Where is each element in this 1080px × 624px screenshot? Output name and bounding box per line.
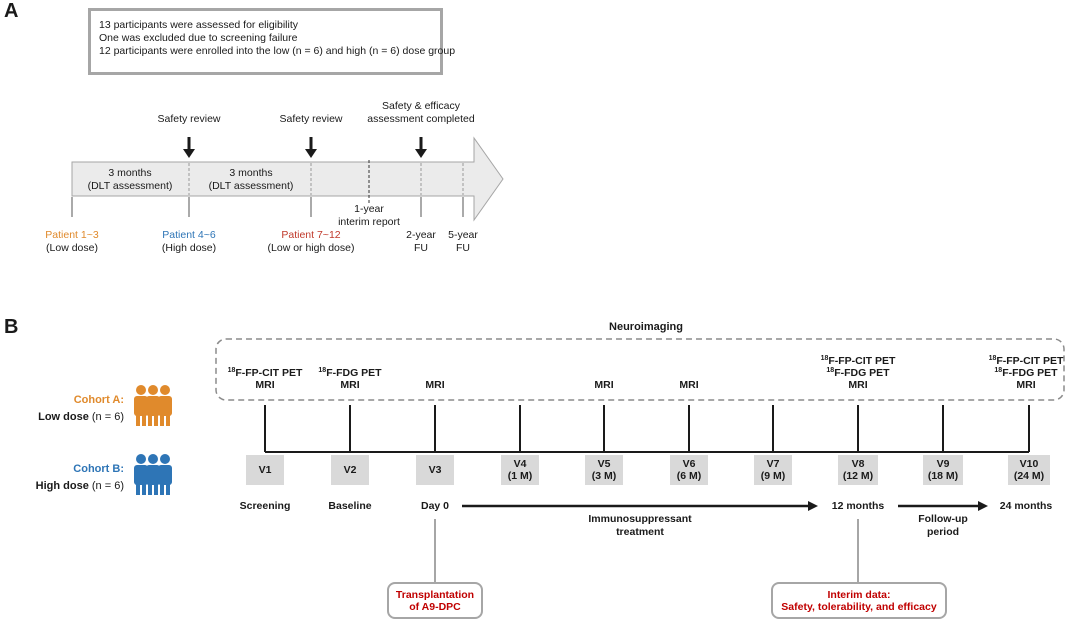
imaging-v1: 18F-FP-CIT PET MRI: [228, 367, 303, 391]
patient-group-2-name: Patient 4~6: [162, 229, 216, 241]
interim-report-label: 1-year interim report: [338, 203, 400, 229]
patient-group-3: Patient 7~12 (Low or high dose): [268, 229, 355, 255]
safety-efficacy-label: Safety & efficacy assessment completed: [367, 100, 474, 126]
dlt-period-2-desc: (DLT assessment): [208, 180, 294, 192]
cohort-b-n: (n = 6): [91, 480, 124, 492]
immuno-line-1: Immunosuppressant: [588, 513, 692, 525]
cohort-a-people-icon: [134, 385, 172, 426]
followup-line-1: Follow-up: [918, 513, 968, 525]
visit-v2: V2: [331, 455, 369, 485]
patient-group-3-name: Patient 7~12: [281, 229, 341, 241]
cohort-a-n: (n = 6): [91, 411, 124, 423]
immuno-line-2: treatment: [616, 526, 664, 538]
visit-v4: V4(1 M): [501, 455, 539, 485]
interim-line-1: 1-year: [354, 203, 384, 215]
dlt-period-2-duration: 3 months: [229, 167, 273, 179]
screening-label: Screening: [239, 500, 291, 512]
month24-label: 24 months: [999, 500, 1053, 512]
transplant-box: Transplantation of A9-DPC: [387, 582, 483, 619]
cohort-a-title: Cohort A:: [73, 394, 124, 406]
patient-group-2-dose: (High dose): [161, 242, 217, 254]
dlt-period-1: 3 months (DLT assessment): [88, 167, 173, 193]
safety-review-arrow-2: [305, 149, 317, 158]
enrollment-line-3: 12 participants were enrolled into the l…: [99, 45, 456, 57]
visit-v8: V8(12 M): [838, 455, 878, 485]
safety-review-arrow-1: [183, 149, 195, 158]
v1-fp-cit: 18F-FP-CIT PET: [227, 367, 303, 379]
visit-v6: V6(6 M): [670, 455, 708, 485]
timeline-arrow: [71, 136, 504, 222]
neuroimaging-box: [215, 338, 1065, 401]
safety-efficacy-line-2: assessment completed: [367, 113, 475, 125]
immuno-label: Immunosuppressant treatment: [588, 513, 691, 539]
v2-fdg: 18F-FDG PET: [318, 367, 382, 379]
patient-group-3-dose: (Low or high dose): [267, 242, 355, 254]
v5-mri: MRI: [594, 379, 614, 391]
v1-mri: MRI: [255, 379, 275, 391]
interim-data-line-2: Safety, tolerability, and efficacy: [781, 600, 937, 613]
v8-fdg: 18F-FDG PET: [826, 367, 890, 379]
interim-line-2: interim report: [338, 216, 400, 228]
cohort-b-people-icon: [134, 454, 172, 495]
v3-mri: MRI: [425, 379, 445, 391]
panel-a-label: A: [4, 0, 19, 22]
fu-5-year: 5-year FU: [448, 229, 478, 255]
safety-review-label-1: Safety review: [157, 113, 221, 125]
visit-v7: V7(9 M): [754, 455, 792, 485]
v10-mri: MRI: [1016, 379, 1036, 391]
interim-data-box: Interim data: Safety, tolerability, and …: [771, 582, 947, 619]
month12-label: 12 months: [831, 500, 885, 512]
fu-2-year-line-1: 2-year: [406, 229, 436, 241]
immuno-arrow-head: [808, 501, 818, 511]
visit-lines: [264, 405, 1030, 452]
efficacy-arrow: [415, 149, 427, 158]
fu-5-year-line-1: 5-year: [448, 229, 478, 241]
visit-v1: V1: [246, 455, 284, 485]
cohort-a-label: Cohort A: Low dose (n = 6): [38, 392, 124, 426]
imaging-v8: 18F-FP-CIT PET 18F-FDG PET MRI: [821, 355, 896, 391]
dlt-period-1-desc: (DLT assessment): [87, 180, 173, 192]
dlt-period-1-duration: 3 months: [108, 167, 152, 179]
patient-group-1: Patient 1~3 (Low dose): [45, 229, 98, 255]
followup-line-2: period: [926, 526, 960, 538]
safety-efficacy-line-1: Safety & efficacy: [381, 100, 461, 112]
v10-fdg: 18F-FDG PET: [994, 367, 1058, 379]
imaging-v10: 18F-FP-CIT PET 18F-FDG PET MRI: [989, 355, 1064, 391]
day0-label: Day 0: [420, 500, 450, 512]
visit-v9: V9(18 M): [923, 455, 963, 485]
cohort-b-title: Cohort B:: [73, 463, 124, 475]
cohort-b-dose: High dose: [35, 480, 89, 492]
enrollment-line-1: 13 participants were assessed for eligib…: [99, 19, 299, 31]
enrollment-box: 13 participants were assessed for eligib…: [88, 8, 456, 75]
transplant-line-2: of A9-DPC: [409, 600, 461, 613]
fu-2-year-line-2: FU: [413, 242, 428, 254]
v8-mri: MRI: [848, 379, 868, 391]
cohort-b-label: Cohort B: High dose (n = 6): [36, 461, 124, 495]
dlt-period-2: 3 months (DLT assessment): [209, 167, 294, 193]
safety-review-label-2: Safety review: [279, 113, 343, 125]
fu-5-year-line-2: FU: [455, 242, 470, 254]
visit-v3: V3: [416, 455, 454, 485]
baseline-label: Baseline: [328, 500, 372, 512]
patient-group-2: Patient 4~6 (High dose): [162, 229, 216, 255]
panel-b-label: B: [4, 316, 19, 338]
patient-group-1-dose: (Low dose): [46, 242, 98, 254]
interim-data-line-1: Interim data:: [827, 588, 891, 601]
followup-arrow-head: [978, 501, 988, 511]
enrollment-line-2: One was excluded due to screening failur…: [99, 32, 298, 44]
patient-group-1-name: Patient 1~3: [45, 229, 99, 241]
fu-2-year: 2-year FU: [406, 229, 436, 255]
imaging-v2: 18F-FDG PET MRI: [318, 367, 381, 391]
neuroimaging-title: Neuroimaging: [609, 321, 683, 333]
v2-mri: MRI: [340, 379, 360, 391]
v10-fp-cit: 18F-FP-CIT PET: [988, 355, 1064, 367]
followup-label: Follow-up period: [918, 513, 968, 539]
cohort-a-dose: Low dose: [38, 411, 89, 423]
visit-v10: V10(24 M): [1008, 455, 1050, 485]
v6-mri: MRI: [679, 379, 699, 391]
v8-fp-cit: 18F-FP-CIT PET: [820, 355, 896, 367]
visit-v5: V5(3 M): [585, 455, 623, 485]
transplant-line-1: Transplantation: [395, 588, 475, 601]
